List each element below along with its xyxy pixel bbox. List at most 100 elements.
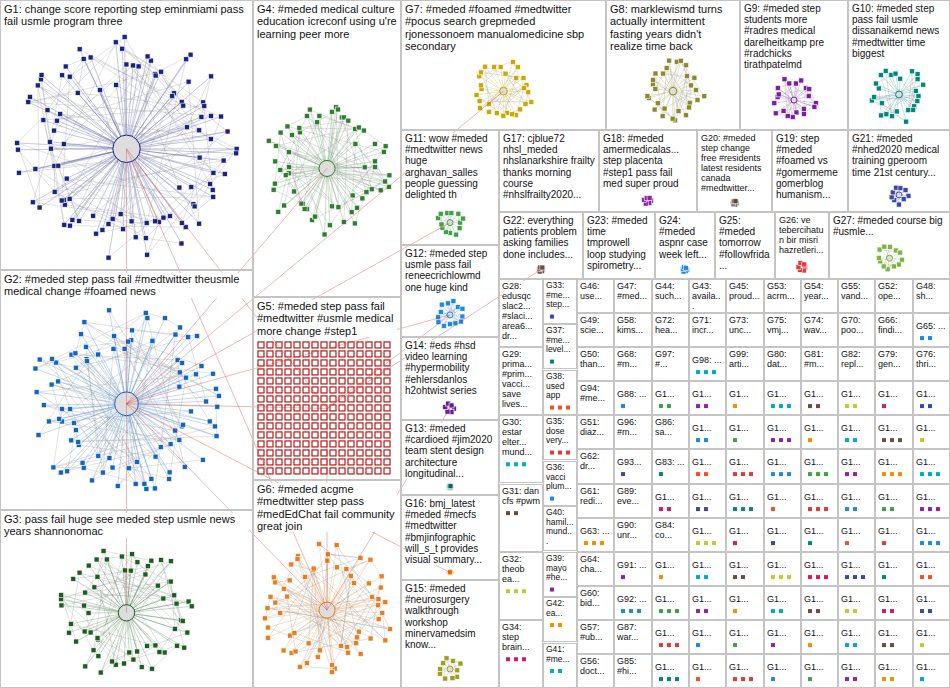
tie-line <box>669 61 673 92</box>
vertex-dot <box>51 465 56 470</box>
vertex-dot <box>334 565 339 570</box>
vertex-dot <box>197 128 202 133</box>
tie-line <box>287 116 306 126</box>
vertex-dot <box>167 214 172 219</box>
vertex-dot <box>362 165 367 170</box>
tie-line <box>98 638 152 669</box>
tie-line <box>101 561 171 672</box>
tie-line <box>113 444 171 467</box>
vertex-dot <box>890 190 895 195</box>
vertex-dot <box>98 670 103 675</box>
vertex-dot <box>149 476 154 481</box>
vertex-dot <box>122 661 127 666</box>
vertex-square <box>348 468 354 474</box>
vertex-dot <box>915 99 920 104</box>
tie-line <box>294 122 317 191</box>
vertex-dot <box>186 79 191 84</box>
vertex-dot <box>204 399 209 404</box>
vertex-dot <box>692 75 697 80</box>
vertex-dot <box>474 92 479 97</box>
vertex-dot <box>684 63 689 68</box>
vertex-dot <box>510 60 515 65</box>
vertex-dot <box>209 74 214 79</box>
vertex-square <box>258 360 264 366</box>
vertex-square <box>375 432 381 438</box>
tie-line <box>62 75 126 149</box>
vertex-dot <box>111 346 116 351</box>
vertex-dot <box>383 179 388 184</box>
vertex-square <box>330 468 336 474</box>
tie-line <box>182 117 221 223</box>
vertex-dot <box>503 71 508 76</box>
vertex-square <box>294 441 300 447</box>
vertex-dot <box>662 106 667 111</box>
vertex-square <box>348 396 354 402</box>
tie-line <box>315 117 344 216</box>
tie-line <box>38 85 127 148</box>
vertex-dot <box>197 221 202 226</box>
vertex-dot <box>127 650 132 655</box>
vertex-dot <box>216 393 221 398</box>
tie-line <box>127 404 215 427</box>
vertex-square <box>375 414 381 420</box>
vertex-dot <box>801 111 806 116</box>
vertex-dot <box>903 188 908 193</box>
tie-line <box>268 608 327 610</box>
vertex-square <box>258 378 264 384</box>
vertex-dot <box>189 185 194 190</box>
vertex-dot <box>447 322 452 327</box>
tie-line <box>161 72 182 102</box>
vertex-square <box>339 360 345 366</box>
vertex-square <box>375 360 381 366</box>
tie-line <box>81 334 126 404</box>
vertex-dot <box>455 305 460 310</box>
tie-line <box>35 369 126 404</box>
vertex-dot <box>47 139 52 144</box>
tie-line <box>75 322 84 353</box>
vertex-dot <box>799 78 804 83</box>
vertex-dot <box>450 658 455 663</box>
vertex-dot <box>52 189 57 194</box>
vertex-dot <box>653 71 658 76</box>
vertex-dot <box>329 204 334 209</box>
vertex-dot <box>100 470 105 475</box>
vertex-dot <box>645 94 650 99</box>
vertex-dot <box>317 542 322 547</box>
vertex-dot <box>135 560 140 565</box>
vertex-dot <box>896 262 901 267</box>
tie-line <box>91 57 211 139</box>
vertex-dot <box>438 211 443 216</box>
vertex-square <box>339 351 345 357</box>
vertex-dot <box>921 82 926 87</box>
vertex-dot <box>297 664 302 669</box>
vertex-dot <box>95 574 100 579</box>
vertex-square <box>339 414 345 420</box>
vertex-dot <box>317 113 322 118</box>
vertex-dot <box>58 470 63 475</box>
vertex-dot <box>199 114 204 119</box>
vertex-square <box>276 387 282 393</box>
vertex-dot <box>449 403 454 408</box>
vertex-dot <box>872 95 877 100</box>
vertex-dot <box>889 114 894 119</box>
vertex-square <box>348 450 354 456</box>
vertex-dot <box>376 597 381 602</box>
vertex-dot <box>197 155 202 160</box>
vertex-square <box>366 405 372 411</box>
vertex-dot <box>173 332 178 337</box>
tie-line <box>886 71 899 95</box>
vertex-dot <box>91 213 96 218</box>
tie-line <box>54 131 227 165</box>
vertex-dot <box>85 359 90 364</box>
vertex-dot <box>130 328 135 333</box>
tie-line <box>67 404 126 472</box>
vertex-square <box>303 369 309 375</box>
tie-line <box>681 61 704 96</box>
vertex-square <box>285 378 291 384</box>
vertex-square <box>357 342 363 348</box>
vertex-dot <box>315 120 320 125</box>
vertex-square <box>267 432 273 438</box>
tie-line <box>355 144 375 167</box>
vertex-square <box>384 459 390 465</box>
vertex-square <box>384 378 390 384</box>
